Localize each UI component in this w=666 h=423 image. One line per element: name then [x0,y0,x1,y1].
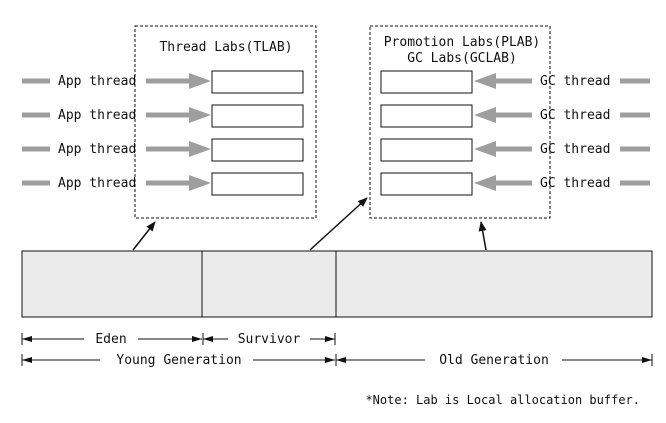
tlab-buffer [211,172,304,196]
app-thread-row: App thread [22,138,304,162]
plab-title: Promotion Labs(PLAB) [384,35,541,50]
gc-lab-buffer [380,104,473,128]
app-thread-rows: App thread App thread App thread App thr… [22,70,304,196]
gc-thread-label: GC thread [540,108,610,123]
app-thread-label: App thread [58,142,136,157]
tlab-buffer [211,104,304,128]
gc-thread-rows: GC thread GC thread GC thread GC thread [380,70,650,196]
gc-thread-arrow-head [474,73,496,89]
app-thread-label: App thread [58,176,136,191]
app-thread-row: App thread [22,172,304,196]
app-thread-label: App thread [58,108,136,123]
tlab-buffer [211,70,304,94]
old-generation-dimension: Old Generation [335,353,653,368]
app-thread-arrow-head [189,141,211,157]
gc-thread-arrow-head [474,107,496,123]
app-thread-arrow-head [189,73,211,89]
young-generation-dimension: Young Generation [21,353,335,368]
gc-lab-buffer [380,172,473,196]
tlab-container [134,25,317,219]
gc-thread-label: GC thread [540,176,610,191]
gc-thread-row: GC thread [380,70,650,94]
young-generation-label: Young Generation [116,353,241,368]
footnote: *Note: Lab is Local allocation buffer. [365,393,640,407]
gc-thread-row: GC thread [380,138,650,162]
gc-lab-buffer [380,70,473,94]
old-to-gclab-arrow [478,221,487,251]
gc-lab-buffer [380,138,473,162]
eden-label: Eden [95,332,126,347]
old-generation-label: Old Generation [439,353,549,368]
app-thread-row: App thread [22,70,304,94]
eden-to-tlab-arrow [132,221,156,251]
gc-thread-arrow-head [474,141,496,157]
gc-thread-label: GC thread [540,142,610,157]
gc-lab-container [369,25,551,219]
app-thread-row: App thread [22,104,304,128]
gc-thread-arrow-head [474,175,496,191]
gclab-title: GC Labs(GCLAB) [407,51,517,66]
gc-thread-label: GC thread [540,74,610,89]
survivor-to-plab-arrow [309,197,368,251]
gc-thread-row: GC thread [380,104,650,128]
eden-dimension: Eden [21,332,202,347]
heap-bar [21,250,653,318]
app-thread-arrow-head [189,175,211,191]
app-thread-label: App thread [58,74,136,89]
gc-thread-row: GC thread [380,172,650,196]
tlab-title: Thread Labs(TLAB) [159,40,292,55]
survivor-label: Survivor [238,332,301,347]
tlab-buffer [211,138,304,162]
survivor-dimension: Survivor [202,332,336,347]
app-thread-arrow-head [189,107,211,123]
